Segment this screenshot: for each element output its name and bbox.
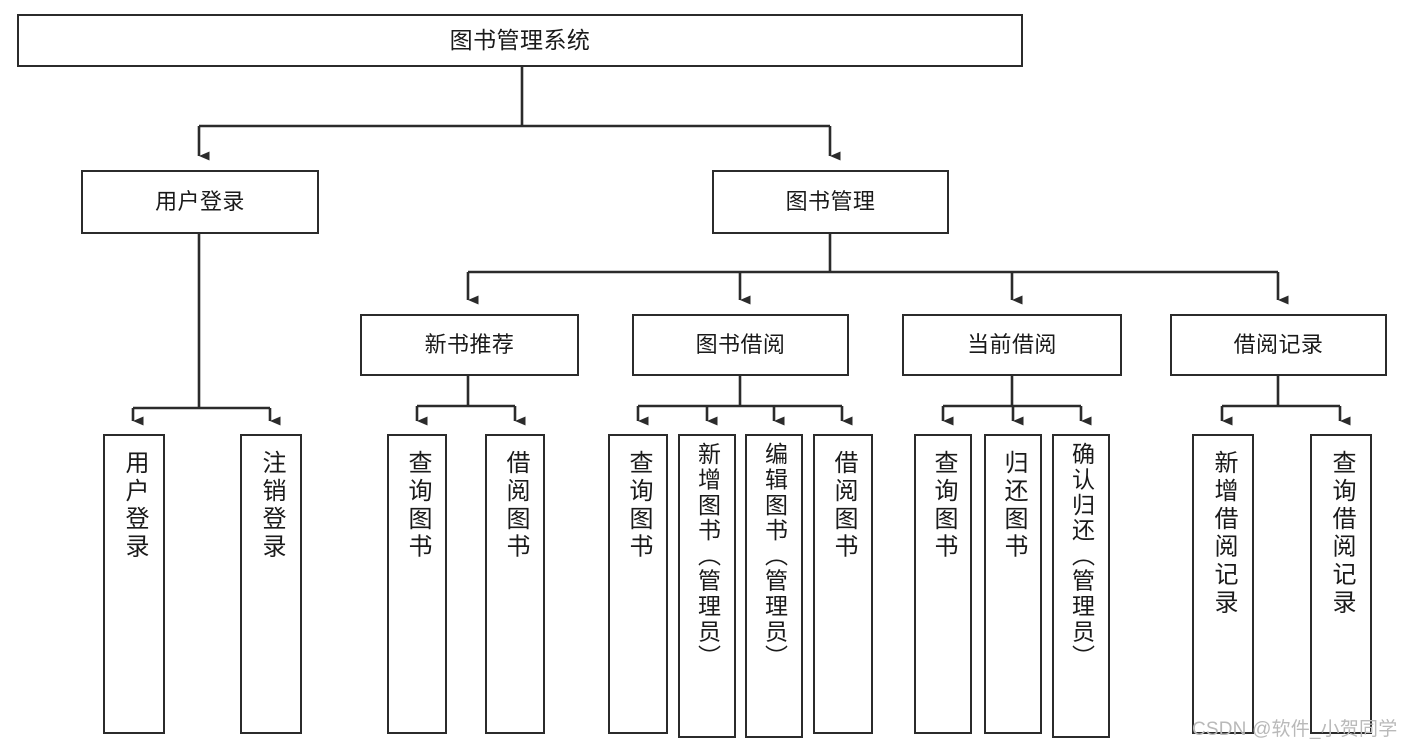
node-leaf8[interactable]: 借阅图书 xyxy=(813,434,873,734)
node-label: 图书借阅 xyxy=(695,332,786,358)
node-label: 当前借阅 xyxy=(967,332,1057,358)
node-label: 查询借阅记录 xyxy=(1328,450,1355,618)
node-leaf5[interactable]: 查询图书 xyxy=(608,434,668,734)
node-l2a[interactable]: 用户登录 xyxy=(81,170,319,234)
node-l2b[interactable]: 图书管理 xyxy=(712,170,949,234)
node-leaf6[interactable]: 新增图书（管理员） xyxy=(678,434,736,738)
node-leaf13[interactable]: 查询借阅记录 xyxy=(1310,434,1372,734)
node-label: 新增图书（管理员） xyxy=(694,442,721,670)
node-label: 用户登录 xyxy=(155,189,245,215)
node-leaf2[interactable]: 注销登录 xyxy=(240,434,302,734)
node-l3c[interactable]: 当前借阅 xyxy=(902,314,1122,376)
node-label: 新书推荐 xyxy=(424,332,515,358)
node-root[interactable]: 图书管理系统 xyxy=(17,14,1023,67)
node-label: 用户登录 xyxy=(121,450,148,562)
node-leaf1[interactable]: 用户登录 xyxy=(103,434,165,734)
node-l3a[interactable]: 新书推荐 xyxy=(360,314,579,376)
node-leaf9[interactable]: 查询图书 xyxy=(914,434,972,734)
node-label: 借阅图书 xyxy=(502,450,529,562)
node-label: 编辑图书（管理员） xyxy=(761,442,788,670)
node-leaf10[interactable]: 归还图书 xyxy=(984,434,1042,734)
node-label: 确认归还（管理员） xyxy=(1068,442,1095,670)
node-l3b[interactable]: 图书借阅 xyxy=(632,314,849,376)
node-leaf12[interactable]: 新增借阅记录 xyxy=(1192,434,1254,734)
node-label: 借阅图书 xyxy=(830,450,857,562)
node-label: 查询图书 xyxy=(930,450,957,562)
node-label: 图书管理 xyxy=(785,189,876,215)
node-leaf7[interactable]: 编辑图书（管理员） xyxy=(745,434,803,738)
node-label: 注销登录 xyxy=(258,450,285,562)
csdn-watermark: CSDN @软件_小贺同学 xyxy=(1192,719,1398,740)
node-leaf4[interactable]: 借阅图书 xyxy=(485,434,545,734)
node-label: 查询图书 xyxy=(404,450,431,562)
node-label: 归还图书 xyxy=(1000,450,1027,562)
node-label: 新增借阅记录 xyxy=(1210,450,1237,618)
node-leaf11[interactable]: 确认归还（管理员） xyxy=(1052,434,1110,738)
node-label: 查询图书 xyxy=(625,450,652,562)
node-l3d[interactable]: 借阅记录 xyxy=(1170,314,1387,376)
node-leaf3[interactable]: 查询图书 xyxy=(387,434,447,734)
node-label: 图书管理系统 xyxy=(449,26,591,53)
node-label: 借阅记录 xyxy=(1233,332,1324,358)
